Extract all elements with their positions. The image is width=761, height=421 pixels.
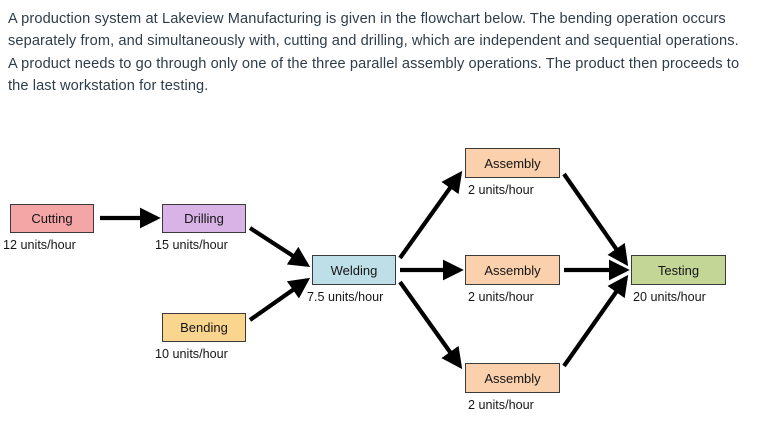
node-label: Assembly: [484, 155, 541, 171]
arrow-welding-to-assembly-bottom: [398, 280, 463, 370]
node-label: Drilling: [184, 211, 224, 226]
rate-label-assembly-top: 2 units/hour: [468, 183, 534, 197]
arrow-welding-to-assembly-top: [398, 170, 463, 260]
node-label: Bending: [180, 320, 228, 335]
arrow-assembly-bottom-to-testing: [562, 274, 629, 368]
node-assembly-middle[interactable]: Assembly: [465, 255, 560, 285]
node-assembly-top[interactable]: Assembly: [465, 148, 560, 178]
rate-label-assembly-bottom: 2 units/hour: [468, 398, 534, 412]
arrow-drilling-to-welding: [248, 226, 311, 268]
problem-statement: A production system at Lakeview Manufact…: [8, 11, 740, 95]
rate-label-drilling: 15 units/hour: [155, 238, 228, 252]
node-cutting[interactable]: Cutting: [10, 204, 94, 233]
node-bending[interactable]: Bending: [162, 313, 246, 342]
rate-label-assembly-middle: 2 units/hour: [468, 290, 534, 304]
node-label: Testing: [657, 262, 700, 278]
node-testing[interactable]: Testing: [631, 255, 726, 285]
rate-label-bending: 10 units/hour: [155, 347, 228, 361]
node-label: Assembly: [484, 262, 541, 278]
node-assembly-bottom[interactable]: Assembly: [465, 363, 560, 393]
rate-label-testing: 20 units/hour: [633, 290, 706, 304]
flowchart-arrows: [100, 170, 630, 370]
production-system-flowchart: Cutting 12 units/hour Drilling 15 units/hou…: [0, 130, 761, 421]
node-label: Welding: [330, 262, 378, 278]
arrow-assembly-top-to-testing: [562, 172, 629, 267]
node-label: Cutting: [31, 211, 73, 226]
rate-label-welding: 7.5 units/hour: [307, 290, 384, 304]
node-label: Assembly: [484, 370, 541, 386]
node-welding[interactable]: Welding: [312, 255, 396, 285]
arrow-bending-to-welding: [248, 277, 311, 322]
node-drilling[interactable]: Drilling: [162, 204, 246, 233]
rate-label-cutting: 12 units/hour: [3, 238, 76, 252]
